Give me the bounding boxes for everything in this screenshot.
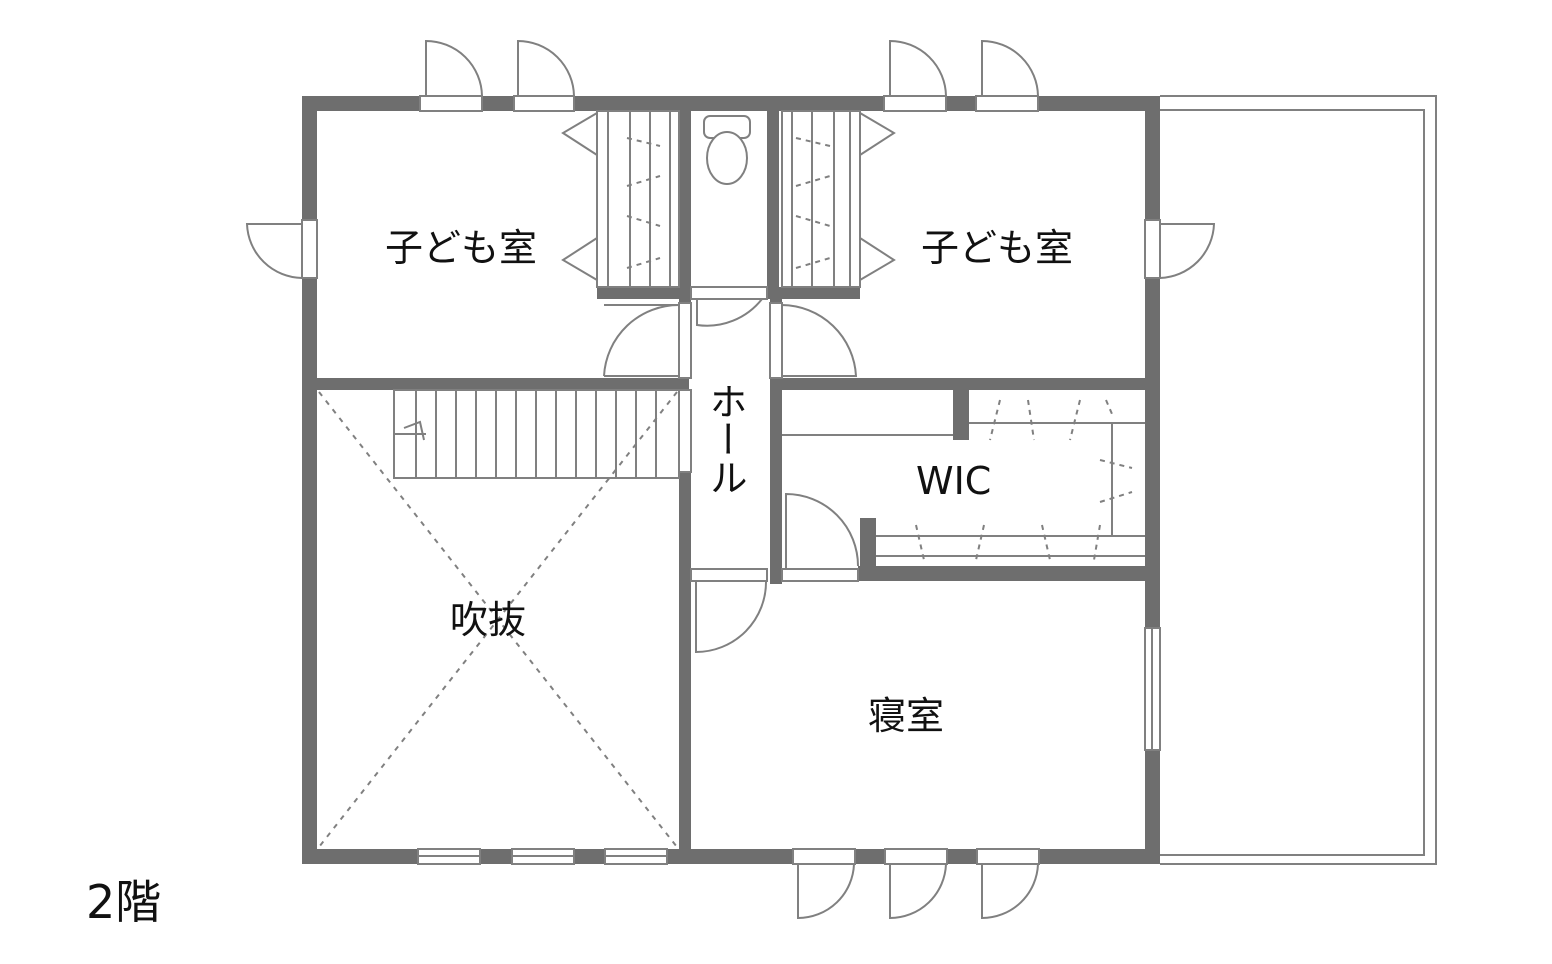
wic-hangers: [915, 399, 1133, 561]
room-label-kids-room-right: 子ども室: [921, 226, 1074, 270]
room-label-bedroom: 寝室: [868, 694, 945, 738]
room-label-hall: ホール: [703, 382, 747, 496]
atrium-void-x: [318, 391, 678, 848]
toilet-fixture: [703, 115, 751, 185]
closets: [561, 110, 896, 288]
balcony: [1160, 95, 1437, 865]
door-swings: [245, 39, 1216, 920]
walls: [302, 96, 1160, 864]
room-label-atrium: 吹抜: [450, 598, 527, 642]
wall-openings: [301, 95, 1161, 865]
room-label-kids-room-left: 子ども室: [385, 226, 538, 270]
stairs: [393, 389, 680, 479]
floor-label: 2階: [86, 875, 162, 929]
room-label-wic: WIC: [916, 459, 992, 503]
